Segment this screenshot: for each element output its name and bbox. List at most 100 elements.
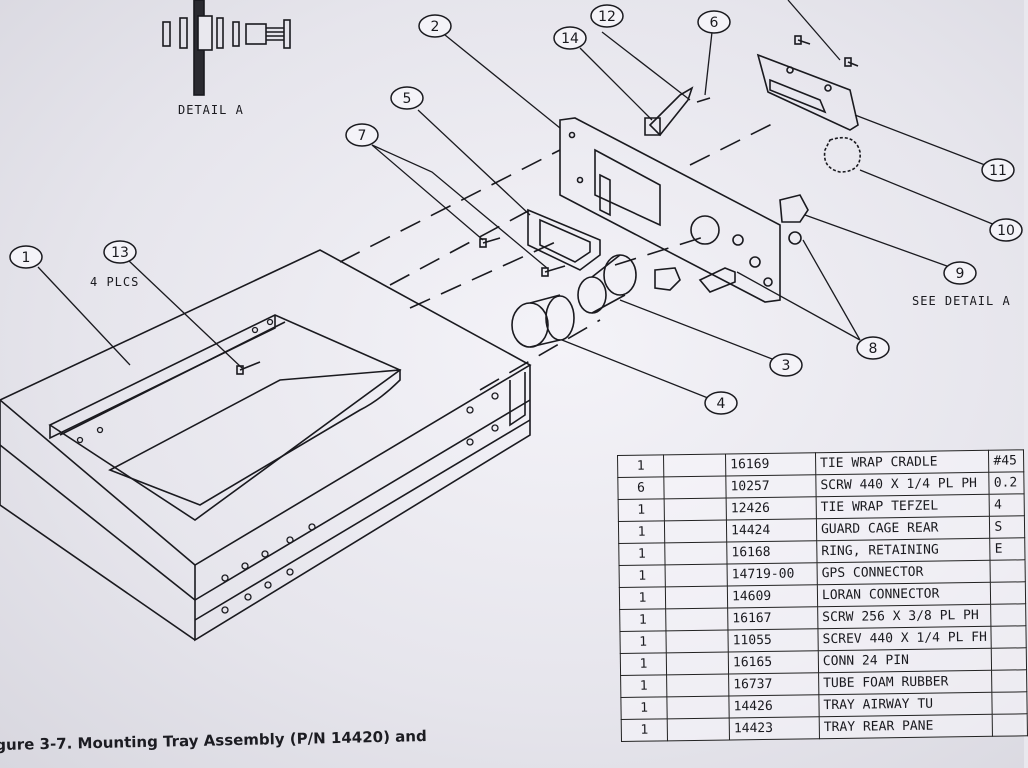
description-cell: TUBE FOAM RUBBER xyxy=(818,670,993,695)
extra-cell: E xyxy=(990,537,1026,561)
callout-10: 10 xyxy=(997,223,1015,239)
part-number-cell: 10257 xyxy=(725,474,817,498)
blank-cell xyxy=(667,717,730,741)
extra-cell xyxy=(991,647,1027,671)
blank-cell xyxy=(664,519,727,543)
description-cell: GPS CONNECTOR xyxy=(816,560,991,585)
qty-cell: 1 xyxy=(617,454,664,478)
blank-cell xyxy=(666,673,729,697)
qty-cell: 1 xyxy=(618,520,665,544)
description-cell: RING, RETAINING xyxy=(816,538,991,563)
callout-1: 1 xyxy=(22,250,31,266)
tube-foam xyxy=(511,294,575,348)
blank-cell xyxy=(665,563,728,587)
qty-cell: 1 xyxy=(618,498,665,522)
part-number-cell: 14424 xyxy=(726,518,817,542)
extra-cell xyxy=(990,581,1026,605)
guard-cage xyxy=(756,53,859,131)
description-cell: TRAY AIRWAY TU xyxy=(818,692,993,717)
extra-cell xyxy=(992,713,1028,737)
qty-cell: 1 xyxy=(619,564,666,588)
part-number-cell: 11055 xyxy=(728,628,819,652)
detail-a-label: DETAIL A xyxy=(178,103,244,117)
qty-cell: 1 xyxy=(620,696,668,720)
see-detail-note: SEE DETAIL A xyxy=(912,294,1011,308)
extra-cell: 0.2 xyxy=(989,471,1025,495)
description-cell: TIE WRAP CRADLE xyxy=(815,450,990,475)
blank-cell xyxy=(666,629,729,653)
extra-cell xyxy=(992,691,1028,715)
qty-cell: 1 xyxy=(621,718,668,742)
description-cell: SCRW 440 X 1/4 PL PH xyxy=(815,472,990,497)
part-number-cell: 14609 xyxy=(727,584,818,608)
part-number-cell: 16737 xyxy=(728,672,819,696)
part-number-cell: 12426 xyxy=(726,496,817,520)
callout-4: 4 xyxy=(717,396,726,412)
leader-lines xyxy=(37,0,996,403)
description-cell: TRAY REAR PANE xyxy=(819,714,993,739)
extra-cell: #45 xyxy=(988,449,1024,473)
gps-connector xyxy=(577,254,681,314)
detail-a-parts xyxy=(162,0,291,96)
extra-cell: S xyxy=(989,515,1025,539)
part-number-cell: 14719-00 xyxy=(727,562,818,586)
part-number-cell: 14423 xyxy=(729,716,820,740)
description-cell: GUARD CAGE REAR xyxy=(816,516,991,541)
part-number-cell: 14426 xyxy=(728,694,820,718)
loran-connector xyxy=(698,194,809,293)
part-number-cell: 16167 xyxy=(727,606,818,630)
rear-panel xyxy=(559,117,781,303)
callout-11: 11 xyxy=(989,163,1007,179)
qty-cell: 1 xyxy=(620,674,667,698)
qty-cell: 1 xyxy=(620,652,667,676)
retaining-ring xyxy=(823,136,861,173)
description-cell: TIE WRAP TEFZEL xyxy=(816,494,990,519)
tray-holes xyxy=(76,318,499,614)
blank-cell xyxy=(666,651,729,675)
extra-cell: 4 xyxy=(989,493,1025,517)
callouts: 1 13 2 12 14 6 5 7 11 10 9 8 3 4 xyxy=(9,4,1023,415)
plcs-note: 4 PLCS xyxy=(90,275,139,289)
callout-12: 12 xyxy=(598,9,616,25)
blank-cell xyxy=(663,475,727,499)
qty-cell: 1 xyxy=(619,586,666,610)
callout-2: 2 xyxy=(431,19,440,35)
blank-cell xyxy=(663,453,726,477)
description-cell: SCRW 256 X 3/8 PL PH xyxy=(817,604,992,629)
qty-cell: 6 xyxy=(617,476,665,500)
description-cell: SCREV 440 X 1/4 PL FH xyxy=(817,626,992,651)
callout-14: 14 xyxy=(561,31,579,47)
part-number-cell: 16169 xyxy=(725,452,816,476)
blank-cell xyxy=(664,497,727,521)
callout-3: 3 xyxy=(782,358,791,374)
extra-cell xyxy=(991,669,1027,693)
callout-9: 9 xyxy=(956,266,965,282)
alignment-lines xyxy=(339,119,781,391)
description-cell: LORAN CONNECTOR xyxy=(817,582,991,607)
extra-cell xyxy=(990,603,1026,627)
blank-cell xyxy=(664,541,728,565)
callout-8: 8 xyxy=(869,341,878,357)
blank-cell xyxy=(665,607,729,631)
blank-cell xyxy=(665,585,728,609)
extra-cell xyxy=(991,625,1027,649)
connector-24pin xyxy=(527,208,601,271)
extra-cell xyxy=(990,559,1026,583)
callout-5: 5 xyxy=(403,91,412,107)
mounting-tray xyxy=(0,249,532,642)
qty-cell: 1 xyxy=(618,542,666,566)
blank-cell xyxy=(666,695,730,719)
part-number-cell: 16168 xyxy=(726,540,817,564)
tie-wrap-clamp xyxy=(644,86,694,137)
qty-cell: 1 xyxy=(619,608,667,632)
callout-13: 13 xyxy=(111,245,129,261)
callout-6: 6 xyxy=(710,15,719,31)
qty-cell: 1 xyxy=(619,630,667,654)
callout-7: 7 xyxy=(358,128,367,144)
screws xyxy=(236,35,859,375)
part-number-cell: 16165 xyxy=(728,650,819,674)
